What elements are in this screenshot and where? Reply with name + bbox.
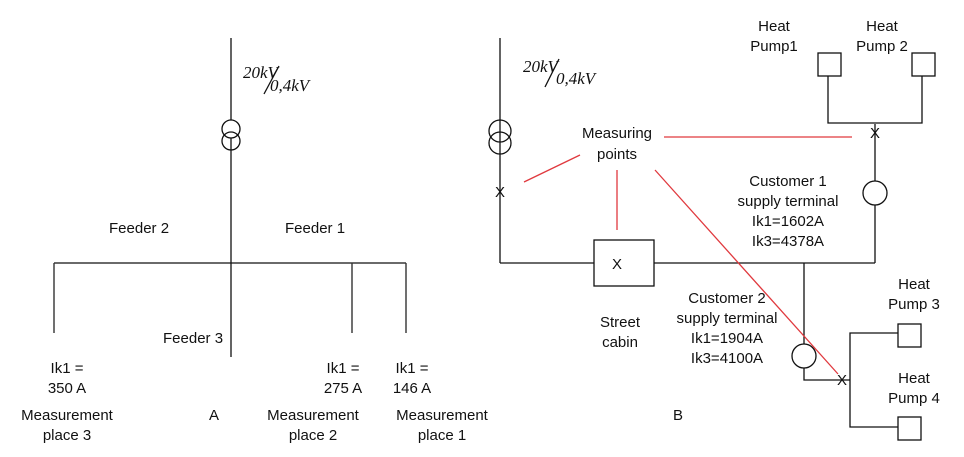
place2-line2: place 2 (289, 427, 337, 444)
customer2-ik3: Ik3=4100A (691, 350, 763, 367)
heat-pump-2-line2: Pump 2 (856, 38, 908, 55)
heat-pump-3-line2: Pump 3 (888, 296, 940, 313)
heat-pump-3-box (897, 323, 922, 348)
ratio-slash-b (544, 58, 560, 88)
heat-pump-4-line1: Heat (898, 370, 931, 387)
diagram-a: 20kV 0,4kV Feeder 2 Feeder 1 Feeder 3 Ik… (21, 38, 489, 444)
street-cabin-line2: cabin (602, 334, 638, 351)
heat-pump-2-box (911, 52, 936, 77)
heat-pump-4-line2: Pump 4 (888, 390, 940, 407)
place1-line1: Measurement (396, 407, 489, 424)
place1-line2: place 1 (418, 427, 466, 444)
customer2-terminal-symbol (791, 343, 817, 369)
customer1-line2: supply terminal (738, 193, 839, 210)
customer1-terminal-symbol (862, 180, 888, 206)
ik-label-place1: Ik1 = (396, 360, 429, 377)
feeder-3-label: Feeder 3 (163, 330, 223, 347)
customer1-ik1: Ik1=1602A (752, 213, 824, 230)
heat-pump-2-line1: Heat (866, 18, 899, 35)
place3-line1: Measurement (21, 407, 114, 424)
ik-label-place2: Ik1 = (327, 360, 360, 377)
customer2-line2: supply terminal (677, 310, 778, 327)
transformer-primary-a: 20kV (243, 63, 281, 82)
diagram-b: 20kV 0,4kV X X Street cabin X Heat Pump1… (488, 18, 940, 441)
measuring-point-transformer: X (495, 184, 505, 201)
heat-pump-1-line2: Pump1 (750, 38, 798, 55)
heat-pump-1-2-branch (827, 76, 923, 124)
street-cabin-mark: X (612, 256, 622, 273)
heat-pump-3-line1: Heat (898, 276, 931, 293)
feeder-1-label: Feeder 1 (285, 220, 345, 237)
customer1-line1: Customer 1 (749, 173, 827, 190)
diagram-b-label: B (673, 407, 683, 424)
pointer-to-customer2 (654, 169, 839, 375)
diagram-a-label: A (209, 407, 219, 424)
customer1-ik3: Ik3=4378A (752, 233, 824, 250)
transformer-secondary-b: 0,4kV (556, 69, 598, 88)
street-cabin-line1: Street (600, 314, 641, 331)
transformer-primary-b: 20kV (523, 57, 561, 76)
heat-pump-4-box (897, 416, 922, 441)
transformer-symbol-b (488, 119, 512, 155)
ik-label-place3: Ik1 = (51, 360, 84, 377)
measuring-points-line1: Measuring (582, 125, 652, 142)
measuring-points-line2: points (597, 146, 637, 163)
place2-line1: Measurement (267, 407, 360, 424)
transformer-secondary-a: 0,4kV (270, 76, 312, 95)
measuring-point-pointers (523, 136, 852, 375)
measuring-point-customer2: X (837, 372, 847, 389)
customer2-line-lower (803, 368, 850, 381)
ik-value-place1: 146 A (393, 380, 431, 397)
ratio-slash-a (263, 65, 280, 95)
customer2-ik1: Ik1=1904A (691, 330, 763, 347)
transformer-symbol-a (221, 119, 241, 151)
heat-pump-3-4-branch (849, 332, 898, 428)
ik-value-place3: 350 A (48, 380, 86, 397)
heat-pump-1-line1: Heat (758, 18, 791, 35)
heat-pump-1-box (817, 52, 842, 77)
measuring-point-customer1: X (870, 125, 880, 142)
pointer-to-transformer (523, 154, 581, 183)
place3-line2: place 3 (43, 427, 91, 444)
street-cabin-box (593, 239, 655, 287)
feeder-2-label: Feeder 2 (109, 220, 169, 237)
customer2-line1: Customer 2 (688, 290, 766, 307)
ik-value-place2: 275 A (324, 380, 362, 397)
